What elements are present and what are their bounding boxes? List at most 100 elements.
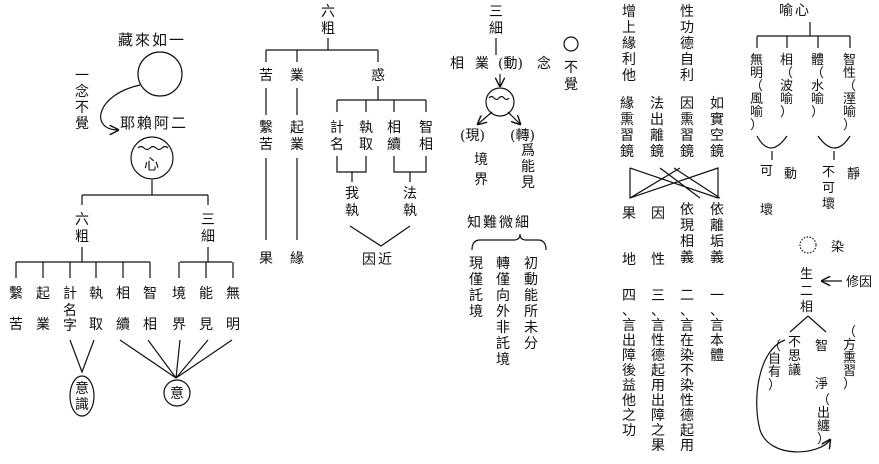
fig5-fang-xun-xi: （方熏習） [843,325,856,392]
fig2-ji-ming: 計 名 [330,120,344,153]
fig5-branches: 無明（風喻）相（波喻）體（水喻）智性（溼喻） [750,53,856,133]
fig4-top-0-char: 性 [680,4,694,20]
fig1-side: 一 念 不 覺 [75,68,89,132]
fig2-xiang-xu: 相 續 [387,120,401,153]
fig5-branch-2-char: 喻 [811,92,824,107]
fig1-six-c1: 粗 [75,229,89,245]
fig5-branch-0-char: 明 [750,66,763,81]
fig4-bottom-3-char: 功 [622,423,636,439]
figure-4-four-mirrors: 性功德自利增上緣利他 如實空鏡因熏習鏡法出離鏡緣熏習鏡 依離垢義依現相義 果因性… [620,4,724,454]
fig5-branch-0-char: ） [750,118,763,133]
fig3-row-nian: 念 [537,55,551,72]
fig5-fang-col-char: （ [843,325,856,340]
figure-3-three-subtle: 三 細 相 業 (動) 念 不 覺 (現) (轉) 境 界 爲 能 見 知難微細… [450,4,579,368]
fig4-bottom-3-char: 之 [622,408,636,424]
fig3-col-zhuan-char: 託 [496,336,510,352]
fig3-wnj-c1: 能 [521,159,535,175]
fig3-col-chu-char: 動 [524,272,538,288]
fig5-dong: 動 [784,167,797,182]
fig2-left-col: 繫 苦 [259,120,273,153]
fig4-header-2-char: 離 [650,127,664,144]
fig4-top-1-char: 增 [622,4,636,20]
fig5-branch-3-char: 智 [843,53,856,68]
fig1-three-item-2-b: 明 [226,317,240,333]
fig3-col-xian-char: 僅 [469,272,483,288]
fig5-chu-col-char: （ [817,393,830,408]
fig1-six-item-1: 起 [36,286,50,302]
fig1-yishi-ellipse [69,375,95,417]
fig4-bottom-3-char: 益 [622,378,636,394]
fig5-branch-2: 體（水喻） [811,53,824,120]
fig1-yishi-c0: 意 [75,380,89,397]
fig4-bottom-1-char: 在 [680,333,694,349]
fig1-heart-wave [137,145,169,151]
fig2-title-c1: 粗 [321,21,335,37]
fig5-ke-huai: 可 壞 [760,164,773,218]
fig4-bottom-2-char: 出 [651,393,665,409]
fig4-lower-b-0: 果 [622,206,636,222]
fig5-zhi: 智 [815,339,828,354]
fig4-bottom-1-char: 二 [680,288,694,304]
fig3-title: 三 細 [489,4,503,37]
fig1-three-item-2-b-char: 明 [226,317,240,333]
fig5-jing2: 淨 [815,377,828,392]
fig5-ran: 染 [831,240,844,255]
fig4-lower-b-0-char: 果 [622,206,636,222]
fig1-arrow-side [100,84,141,130]
fig3-col-zhuan-char: 外 [496,304,510,320]
fig1-six-item-5-b-char: 相 [143,317,157,333]
fig2-zhi-qu: 執 取 [359,120,373,153]
figure-2-six-coarse: 六 粗 苦 業 惑 繫 苦 起 業 計 名 執 取 [259,4,433,268]
fig5-branch-2-char: （ [811,66,824,81]
fig5-dotted-circle [799,236,817,254]
fig3-col-chu-char: 未 [524,320,538,336]
fig5-branch-1-char: （ [780,66,793,81]
fig1-six-ticks [15,262,151,278]
fig4-top-0-char: 德 [680,36,694,52]
fig3-jj-c1: 界 [474,172,488,188]
fig5-chu-chan: （出纏） [817,393,830,447]
fig5-zhi-char: 智 [815,339,828,354]
fig5-kh-c1: 壞 [760,203,773,218]
fig1-six-item-4: 相 [116,286,130,302]
fig2-wz-c1: 執 [345,203,359,219]
fig4-bottom-2-char: 性 [651,333,665,349]
fig3-arrow-right [507,111,520,124]
fig4-header-0-char: 如 [710,96,724,112]
fig5-er-xiang: 二 相 [800,284,813,315]
fig3-bu-jue: 不 覺 [564,60,578,93]
fig4-bottom-0-char: 、 [710,303,724,319]
fig5-jing2-char: 淨 [815,377,828,392]
fig3-zhi-nan: 知難微細 [467,214,531,231]
fig1-six-item-2-b: 名字 [63,303,77,334]
fig5-branch-2-char: 水 [811,79,824,94]
fig4-lower-b-3-char: 地 [622,252,636,268]
fig2-xx-c1: 續 [387,137,401,153]
fig1-six-item-5-char: 智 [143,286,157,302]
fig2-jm-c1: 名 [330,137,344,153]
fig1-three: 三 細 [201,212,215,245]
fig5-fang-col-char: ） [843,377,856,392]
fig3-bj-c1: 覺 [564,77,578,93]
fig4-bottom-1-char: 染 [680,378,694,394]
fig4-bottom-1-char: 言 [680,318,694,334]
fig5-bkh-c2: 壞 [822,197,835,212]
fig1-six-item-2: 計 [63,286,77,302]
fig5-branch-1-char: 波 [780,79,793,94]
fig5-branch-1-char: 喻 [780,92,793,107]
fig4-lower-a-0-char: 義 [710,249,724,266]
fig1-yishi-c1: 識 [75,397,89,413]
fig4-cross-lines [629,167,721,199]
fig3-mid-circle [485,87,515,117]
fig2-wz-c0: 我 [345,186,359,202]
fig3-title-c0: 三 [489,4,503,20]
fig2-ku: 苦 [259,68,273,84]
fig1-three-item-2: 無 [226,286,240,302]
fig1-side-c2: 不 [75,100,89,116]
fig4-lower-b-1-char: 因 [651,206,665,222]
